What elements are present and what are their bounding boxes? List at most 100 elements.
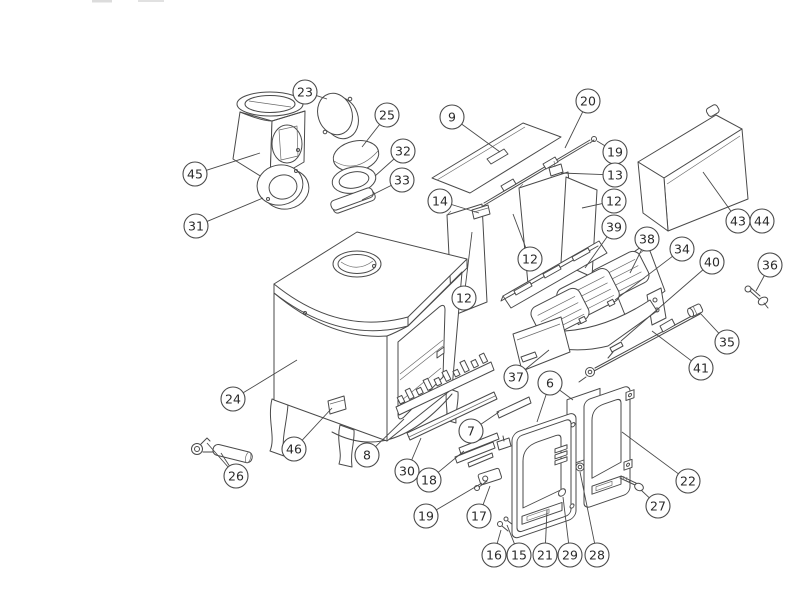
callout-circle-28: [584, 542, 610, 568]
leader-line: [242, 359, 298, 394]
leader-line: [581, 203, 603, 209]
callout-46: 46: [281, 407, 333, 462]
leader-line: [699, 312, 720, 334]
callout-25: 25: [361, 102, 400, 148]
front-trim-30-drawing: [406, 391, 498, 441]
callout-number: 19: [418, 508, 434, 523]
door-latch-36: [744, 285, 769, 309]
callout-19: 19: [413, 482, 483, 529]
leader-line: [560, 172, 604, 176]
callout-39: 39: [584, 214, 627, 269]
callout-circle-26: [223, 463, 249, 489]
callout-number: 35: [719, 334, 735, 349]
callout-number: 20: [580, 93, 596, 108]
callout-7: 7: [458, 411, 500, 444]
callout-22: 22: [621, 431, 701, 494]
callout-number: 43: [730, 213, 746, 228]
callout-28: 28: [579, 471, 610, 568]
callout-circle-21: [532, 542, 558, 568]
callout-34: 34: [614, 236, 695, 301]
grate-bolt-35: [687, 303, 704, 318]
callout-circle-37: [503, 364, 529, 390]
callout-number: 32: [395, 143, 411, 158]
callout-32: 32: [374, 138, 416, 177]
leader-line: [482, 485, 491, 505]
leader-line: [702, 171, 732, 212]
leader-line: [375, 418, 405, 447]
callout-number: 30: [399, 463, 415, 478]
callout-number: 26: [228, 468, 244, 483]
callout-16: 16: [481, 529, 507, 568]
grate-assembly-drawing: [500, 240, 769, 383]
callout-circle-25: [374, 102, 400, 128]
scan-artifact: [138, 0, 164, 2]
leader-line: [629, 249, 643, 274]
callout-circle-8: [354, 442, 380, 468]
leader-line: [564, 111, 584, 149]
callout-circle-9: [439, 104, 465, 130]
callout-number: 15: [511, 547, 527, 562]
leader-line: [361, 184, 392, 201]
callout-circle-34: [669, 236, 695, 262]
callout-31: 31: [183, 197, 264, 239]
callout-circle-23: [292, 79, 318, 105]
callout-circle-12: [451, 285, 477, 311]
callout-27: 27: [640, 489, 671, 519]
callout-number: 17: [471, 508, 487, 523]
leader-line: [461, 123, 501, 153]
callout-number: 39: [606, 219, 622, 234]
blanking-plate-33-drawing: [330, 187, 376, 214]
leader-line: [755, 275, 765, 292]
callout-number: 41: [693, 360, 709, 375]
callout-number: 34: [674, 241, 690, 256]
callout-number: 31: [188, 218, 204, 233]
callout-circle-44: [749, 208, 775, 234]
callout-43: 43: [702, 171, 751, 234]
callout-36: 36: [755, 252, 783, 292]
callout-12: 12: [512, 213, 543, 272]
leader-line: [361, 124, 380, 148]
callout-circle-29: [557, 542, 583, 568]
leader-line: [651, 330, 692, 362]
callout-circle-31: [183, 213, 209, 239]
callout-number: 23: [297, 84, 313, 99]
flue-collar-ring-31-drawing: [256, 164, 310, 210]
callout-38: 38: [629, 226, 660, 274]
callout-circle-18: [416, 467, 442, 493]
callout-6: 6: [536, 370, 574, 423]
baffle-plate-9-drawing: [431, 122, 562, 194]
callout-number: 12: [606, 193, 622, 208]
callout-41: 41: [651, 330, 714, 381]
leader-line: [411, 437, 422, 461]
callout-40: 40: [620, 249, 725, 342]
callout-21: 21: [532, 509, 558, 568]
leader-line: [496, 529, 502, 544]
callout-number: 6: [546, 375, 554, 390]
callout-15: 15: [506, 524, 532, 568]
callout-number: 18: [421, 472, 437, 487]
callout-number: 33: [394, 172, 410, 187]
leader-line: [220, 452, 230, 467]
callout-number: 8: [363, 447, 371, 462]
stove-body-drawing: [269, 231, 468, 468]
leader-line: [536, 394, 547, 423]
callout-number: 9: [448, 109, 456, 124]
callout-12: 12: [581, 188, 627, 214]
riddling-rod-41: [578, 310, 702, 383]
callout-17: 17: [466, 485, 492, 529]
callout-circle-13: [602, 162, 628, 188]
callout-circle-27: [645, 493, 671, 519]
callout-number: 7: [467, 423, 475, 438]
callout-circle-40: [699, 249, 725, 275]
callout-number: 12: [522, 251, 538, 266]
glass-clip-drawing: [496, 435, 512, 451]
callout-37: 37: [503, 349, 550, 390]
leader-line: [640, 489, 650, 499]
leader-line: [436, 482, 483, 511]
callout-number: 13: [607, 167, 623, 182]
blanking-ring-32-drawing: [331, 166, 377, 194]
callout-number: 16: [486, 547, 502, 562]
callout-circle-38: [634, 226, 660, 252]
